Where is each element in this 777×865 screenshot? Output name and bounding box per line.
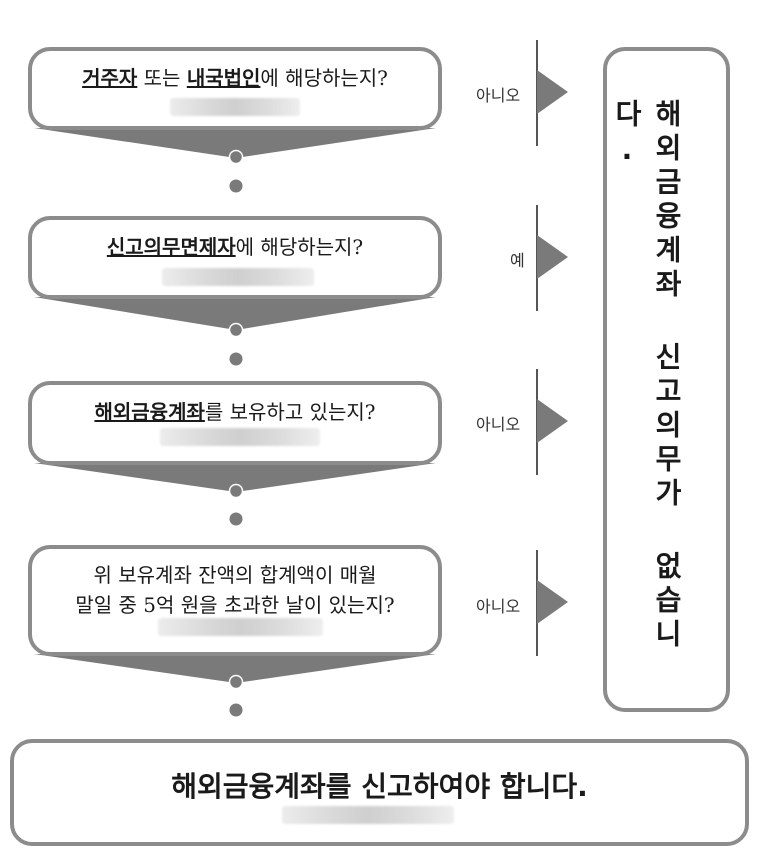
result-must-report-box: 해외금융계좌를 신고하여야 합니다. bbox=[10, 739, 749, 846]
answer-label-1: 아니오 bbox=[476, 86, 521, 105]
connector-dot bbox=[229, 179, 243, 193]
redacted-text bbox=[282, 806, 454, 824]
answer-label-4: 아니오 bbox=[476, 597, 521, 616]
redacted-text bbox=[170, 98, 300, 116]
result-no-obligation-text: 해외금융계좌 신고의무가 없습니다. bbox=[610, 99, 684, 653]
redacted-text bbox=[162, 268, 314, 286]
arrow-head-4 bbox=[537, 580, 568, 624]
question-text-4: 위 보유계좌 잔액의 합계액이 매월 말일 중 5억 원을 초과한 날이 있는지… bbox=[75, 563, 395, 617]
connector-dot bbox=[229, 352, 243, 366]
funnel-3 bbox=[34, 463, 436, 492]
connector-dot bbox=[228, 483, 244, 499]
redacted-text bbox=[158, 618, 323, 636]
result-no-obligation-box: 해외금융계좌 신고의무가 없습니다. bbox=[603, 47, 730, 712]
connector-dot bbox=[228, 322, 244, 338]
result-must-report-text: 해외금융계좌를 신고하여야 합니다. bbox=[171, 770, 588, 803]
answer-label-3: 아니오 bbox=[476, 415, 521, 434]
answer-label-2: 예 bbox=[510, 251, 525, 270]
question-box-4: 위 보유계좌 잔액의 합계액이 매월 말일 중 5억 원을 초과한 날이 있는지… bbox=[28, 545, 442, 656]
funnel-1 bbox=[34, 128, 436, 158]
question-text-3: 해외금융계좌를 보유하고 있는지? bbox=[94, 400, 376, 424]
question-box-2: 신고의무면제자에 해당하는지? bbox=[28, 216, 442, 299]
question-text-1: 거주자 또는 내국법인에 해당하는지? bbox=[82, 66, 388, 90]
arrow-head-1 bbox=[537, 70, 568, 114]
redacted-text bbox=[160, 428, 320, 446]
funnel-2 bbox=[34, 297, 436, 330]
connector-dot bbox=[229, 703, 243, 717]
connector-dot bbox=[229, 512, 243, 526]
question-box-1: 거주자 또는 내국법인에 해당하는지? bbox=[28, 47, 442, 130]
funnel-4 bbox=[34, 654, 436, 683]
question-box-3: 해외금융계좌를 보유하고 있는지? bbox=[28, 381, 442, 465]
arrow-head-3 bbox=[537, 399, 568, 443]
question-text-2: 신고의무면제자에 해당하는지? bbox=[106, 235, 364, 259]
connector-dot bbox=[228, 149, 244, 165]
connector-dot bbox=[228, 674, 244, 690]
arrow-head-2 bbox=[537, 235, 568, 279]
